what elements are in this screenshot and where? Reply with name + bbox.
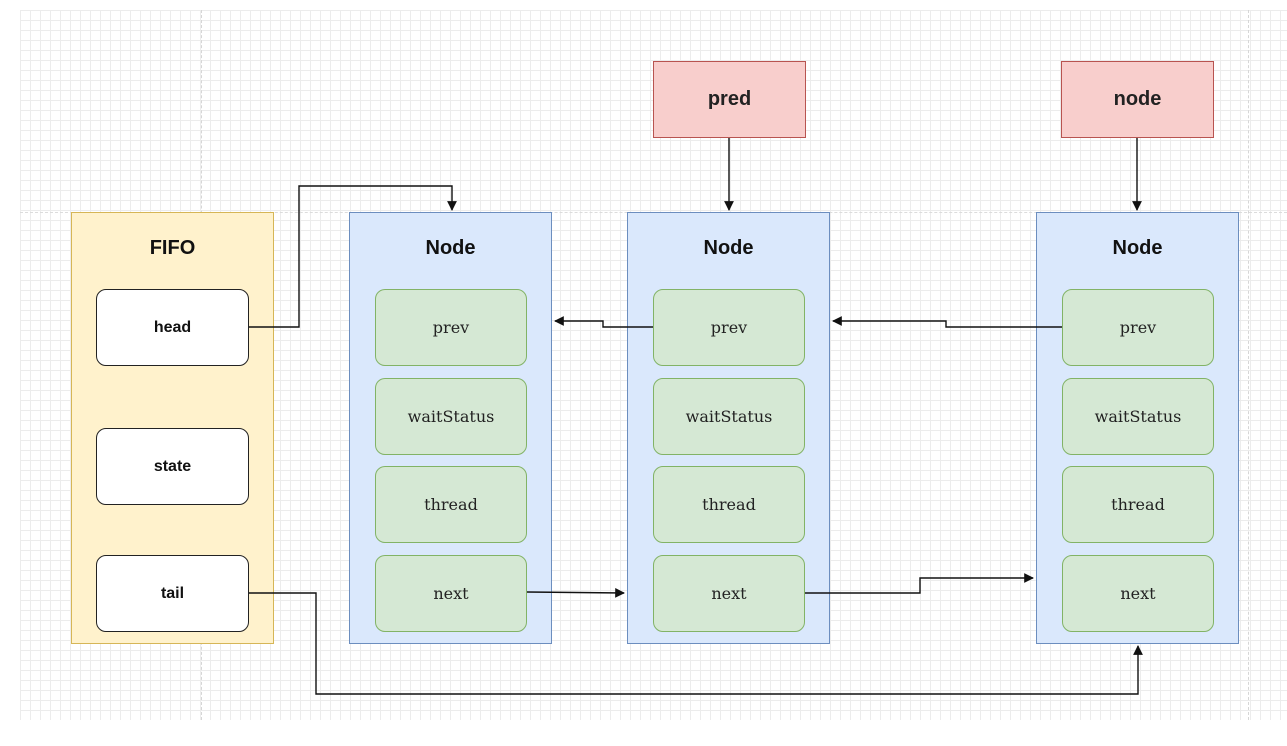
node-2-waitstatus-field[interactable]: waitStatus (653, 378, 805, 455)
node-1-next-to-node-2-arrow (526, 588, 625, 598)
node-3-prev-to-node-2-arrow (832, 316, 1062, 328)
node-2-next-field[interactable]: next (653, 555, 805, 632)
fifo-title: FIFO (149, 237, 196, 259)
node-1-waitstatus-field[interactable]: waitStatus (375, 378, 527, 455)
node-2-title: Node (703, 237, 754, 259)
tail-to-node-3-arrow (249, 592, 1143, 695)
page-guide-line (1248, 10, 1249, 720)
node-1-title: Node (425, 237, 476, 259)
node-3-next-field[interactable]: next (1062, 555, 1214, 632)
fifo-state-field[interactable]: state (96, 428, 249, 505)
node-1-prev-field[interactable]: prev (375, 289, 527, 366)
node-3-prev-field[interactable]: prev (1062, 289, 1214, 366)
node-3-waitstatus-field[interactable]: waitStatus (1062, 378, 1214, 455)
node-1-thread-field[interactable]: thread (375, 466, 527, 543)
pred-pointer-box[interactable]: pred (653, 61, 806, 138)
fifo-tail-field[interactable]: tail (96, 555, 249, 632)
node-1-next-field[interactable]: next (375, 555, 527, 632)
node-pointer-box[interactable]: node (1061, 61, 1214, 138)
node-2-prev-to-node-1-arrow (554, 316, 653, 328)
head-to-node-1-arrow (249, 185, 457, 328)
fifo-head-field[interactable]: head (96, 289, 249, 366)
node-2-thread-field[interactable]: thread (653, 466, 805, 543)
node-2-prev-field[interactable]: prev (653, 289, 805, 366)
node-2-next-to-node-3-arrow (805, 573, 1034, 594)
node-3-title: Node (1112, 237, 1163, 259)
node-3-thread-field[interactable]: thread (1062, 466, 1214, 543)
